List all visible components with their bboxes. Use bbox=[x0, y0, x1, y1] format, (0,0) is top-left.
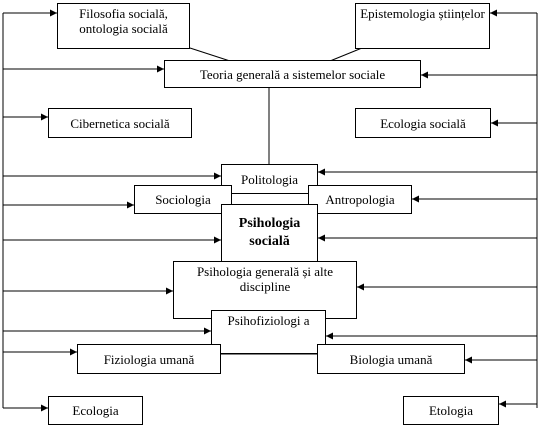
node-sociologia-label: Sociologia bbox=[155, 192, 211, 207]
node-psihofiziologia: Psihofiziologi a bbox=[211, 310, 326, 354]
node-teoria-label: Teoria generală a sistemelor sociale bbox=[199, 66, 386, 82]
node-sociologia: Sociologia bbox=[134, 185, 232, 214]
node-ecologia-sociala: Ecologia socială bbox=[355, 108, 491, 138]
node-epistemologia: Epistemologia științelor bbox=[355, 3, 490, 49]
node-politologia-label: Politologia bbox=[240, 171, 299, 187]
node-epistemologia-label: Epistemologia științelor bbox=[360, 6, 485, 21]
link-filosofia-teoria bbox=[189, 47, 231, 62]
node-antropologia: Antropologia bbox=[308, 185, 412, 214]
node-psihologia-generala-label: Psihologia generală și alte discipline bbox=[196, 264, 334, 294]
node-etologia-label: Etologia bbox=[428, 403, 474, 418]
node-antropologia-label: Antropologia bbox=[325, 192, 395, 207]
node-politologia: Politologia bbox=[221, 164, 318, 194]
node-biologia: Biologia umană bbox=[317, 344, 465, 374]
node-filosofia-label: Filosofia socială, ontologia socială bbox=[79, 6, 168, 36]
node-ecologia: Ecologia bbox=[48, 396, 143, 425]
node-ecologia-label: Ecologia bbox=[72, 403, 119, 418]
node-filosofia: Filosofia socială, ontologia socială bbox=[57, 3, 190, 49]
node-psihofiziologia-label: Psihofiziologi a bbox=[227, 313, 310, 328]
node-fiziologia-label: Fiziologia umană bbox=[103, 351, 195, 367]
node-ecologia-sociala-label: Ecologia socială bbox=[380, 115, 466, 131]
node-teoria: Teoria generală a sistemelor sociale bbox=[164, 60, 421, 88]
node-psihologia-sociala-label: Psihologia socială bbox=[238, 216, 301, 249]
node-etologia: Etologia bbox=[403, 396, 499, 425]
node-psihologia-sociala: Psihologia socială bbox=[221, 204, 318, 262]
node-fiziologia: Fiziologia umană bbox=[77, 344, 221, 374]
node-psihologia-generala: Psihologia generală și alte discipline bbox=[173, 261, 357, 319]
link-epistemologia-teoria bbox=[329, 47, 363, 62]
node-biologia-label: Biologia umană bbox=[349, 351, 433, 367]
node-cibernetica: Cibernetica socială bbox=[48, 108, 192, 138]
node-cibernetica-label: Cibernetica socială bbox=[70, 115, 170, 131]
